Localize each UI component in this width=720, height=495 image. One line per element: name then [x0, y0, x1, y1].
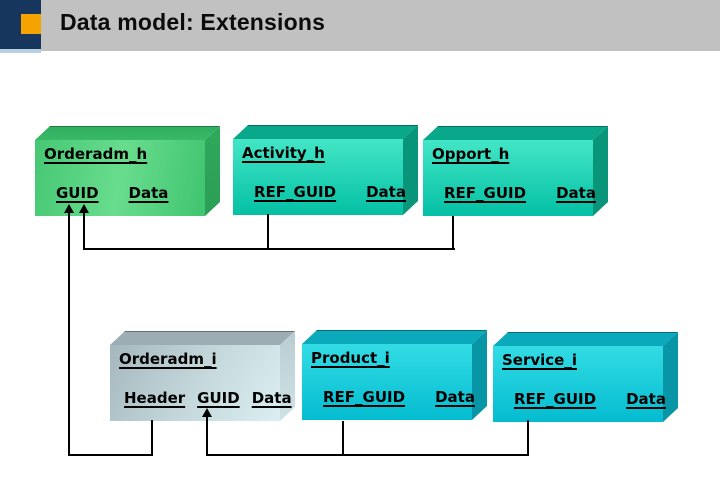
box-right-face [280, 331, 295, 421]
box-top-face [35, 126, 220, 140]
entity-field: GUID [56, 184, 99, 202]
connector-activity-drop [267, 214, 269, 250]
orange-accent-square [21, 14, 41, 34]
entity-field: Data [128, 184, 169, 202]
entity-fields: REF_GUID Data [423, 184, 596, 202]
entity-title: Orderadm_h [44, 145, 148, 163]
box-right-face [472, 330, 487, 420]
entity-box-service-i: Service_i REF_GUID Data [493, 332, 678, 422]
entity-box-orderadm-h: Orderadm_h GUID Data [35, 126, 220, 216]
entity-box-product-i: Product_i REF_GUID Data [302, 330, 487, 420]
entity-title: Product_i [311, 349, 390, 367]
entity-field: REF_GUID [514, 390, 597, 408]
title-bar [41, 0, 720, 51]
connector-header-vertical [68, 212, 70, 455]
box-front-face: Activity_h REF_GUID Data [233, 139, 406, 215]
entity-box-opport-h: Opport_h REF_GUID Data [423, 126, 608, 216]
box-top-face [493, 332, 678, 346]
entity-field: Data [366, 183, 406, 201]
entity-title: Opport_h [432, 145, 510, 163]
connector-opport-drop [452, 216, 454, 250]
box-front-face: Orderadm_h GUID Data [35, 140, 205, 216]
box-front-face: Product_i REF_GUID Data [302, 344, 475, 420]
entity-fields: REF_GUID Data [302, 388, 475, 406]
entity-field: REF_GUID [323, 388, 406, 406]
connector-refguid-i-horizontal [206, 454, 529, 456]
arrowhead-into-orderadm-i-guid [202, 408, 212, 417]
entity-fields: GUID Data [35, 184, 205, 202]
box-front-face: Opport_h REF_GUID Data [423, 140, 596, 216]
entity-field: REF_GUID [444, 184, 527, 202]
entity-box-orderadm-i: Orderadm_i Header GUID Data [110, 331, 295, 421]
box-right-face [403, 125, 418, 215]
pale-accent-strip [0, 49, 41, 53]
box-front-face: Orderadm_i Header GUID Data [110, 345, 292, 421]
entity-title: Activity_h [242, 144, 325, 162]
entity-field: Header [124, 389, 186, 407]
box-right-face [205, 126, 220, 216]
entity-field: Data [251, 389, 292, 407]
entity-fields: REF_GUID Data [233, 183, 406, 201]
box-top-face [233, 125, 418, 139]
connector-service-drop [527, 420, 529, 455]
arrowhead-into-orderadm-h-guid [64, 204, 74, 213]
connector-product-drop [342, 421, 344, 455]
entity-title: Service_i [502, 351, 577, 369]
box-top-face [302, 330, 487, 344]
arrowhead-into-orderadm-h-guid-2 [79, 204, 89, 213]
entity-field: GUID [197, 389, 240, 407]
slide-title: Data model: Extensions [60, 9, 326, 35]
box-top-face [110, 331, 295, 345]
entity-field: REF_GUID [254, 183, 337, 201]
box-right-face [593, 126, 608, 216]
connector-header-horizontal [68, 454, 153, 456]
entity-field: Data [435, 388, 475, 406]
entity-fields: Header GUID Data [110, 389, 292, 407]
connector-refguid-h-horizontal [83, 248, 455, 250]
box-right-face [663, 332, 678, 422]
entity-fields: REF_GUID Data [493, 390, 666, 408]
connector-refguid-h-vertical [83, 212, 85, 250]
box-front-face: Service_i REF_GUID Data [493, 346, 666, 422]
entity-field: Data [626, 390, 666, 408]
entity-field: Data [556, 184, 596, 202]
entity-title: Orderadm_i [119, 350, 217, 368]
connector-header-riser [151, 420, 153, 456]
box-top-face [423, 126, 608, 140]
entity-box-activity-h: Activity_h REF_GUID Data [233, 125, 418, 215]
connector-refguid-i-vertical [206, 416, 208, 455]
